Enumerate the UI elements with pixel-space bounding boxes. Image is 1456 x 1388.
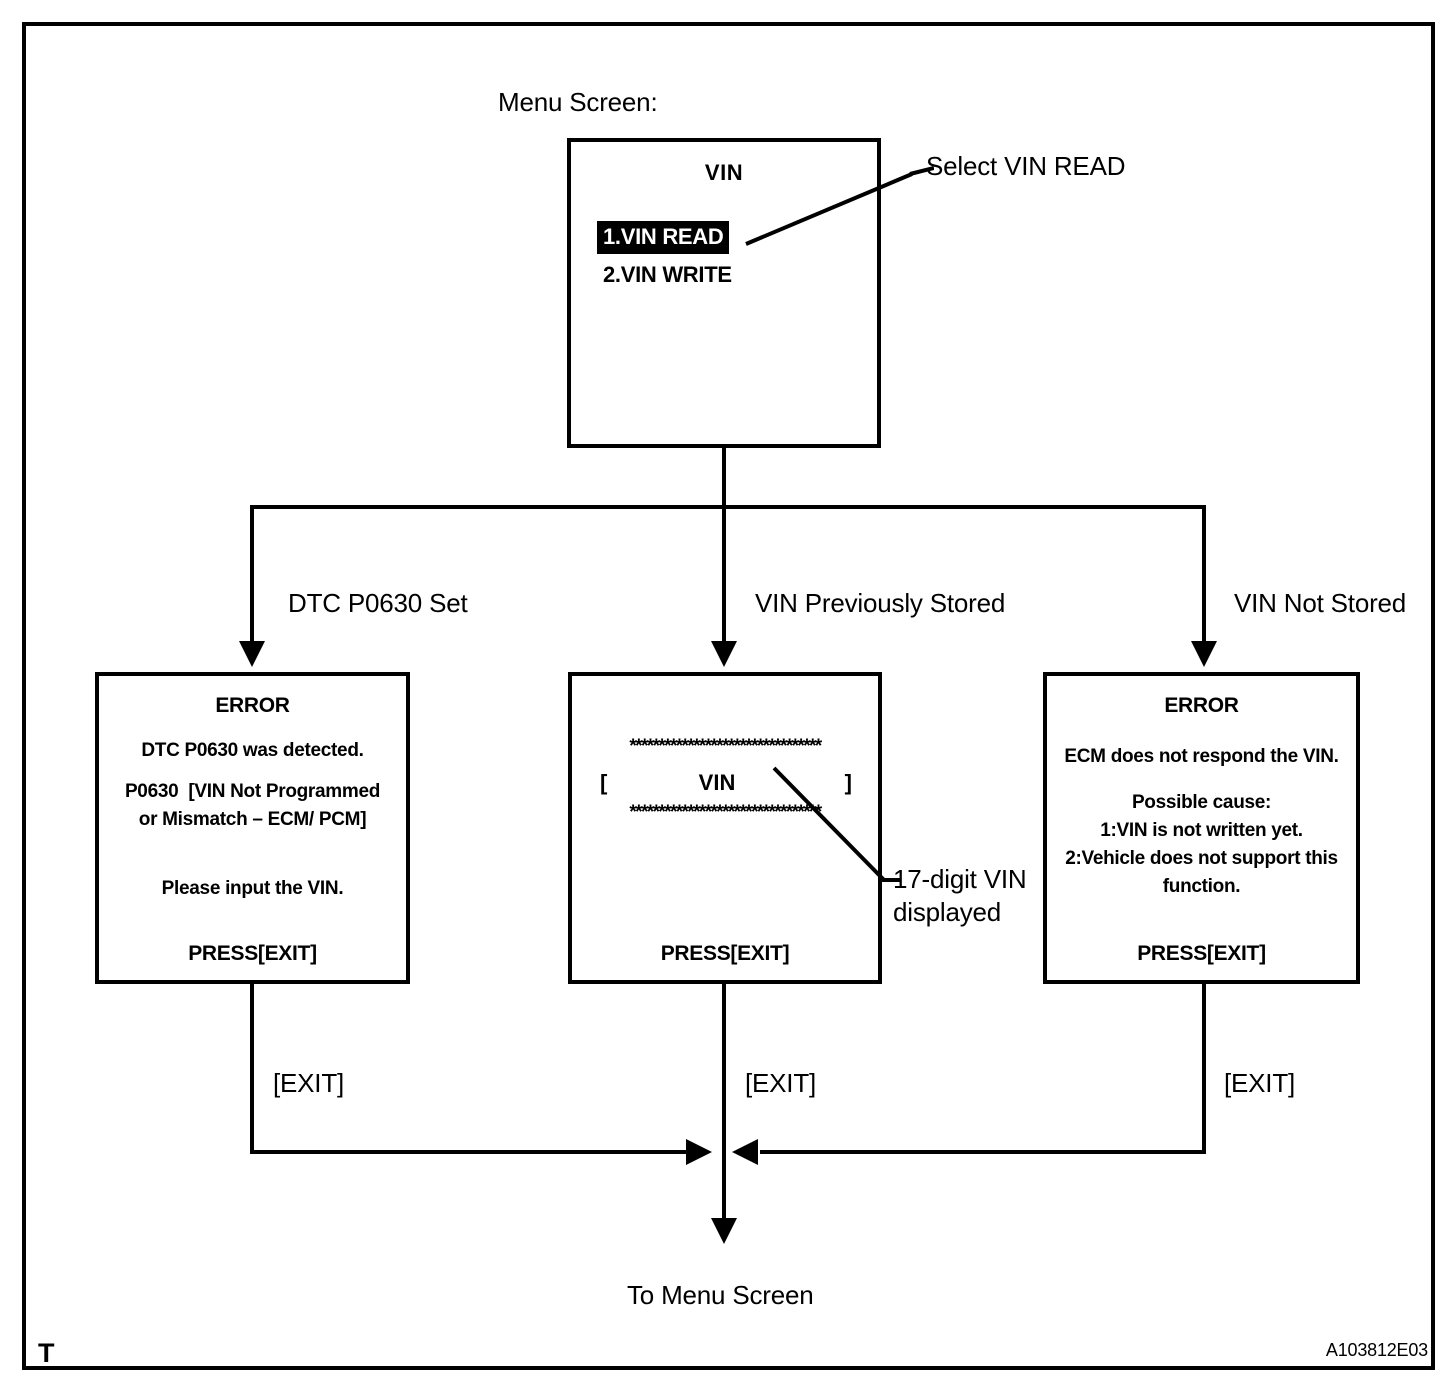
exit-label-right: [EXIT] xyxy=(1224,1068,1296,1098)
error-nores-title: ERROR xyxy=(1164,694,1239,717)
arrowhead-middle-branch-icon xyxy=(711,641,737,667)
arrowhead-right-branch-icon xyxy=(1191,641,1217,667)
error-nores-line-4: 2:Vehicle does not support this xyxy=(1065,848,1338,869)
menu-screen-box: VIN 1.VIN READ 2.VIN WRITE xyxy=(567,138,881,448)
page-frame xyxy=(22,22,1435,1370)
vin-bracket-left: [ xyxy=(600,770,608,795)
branch-label-vin-stored: VIN Previously Stored xyxy=(755,588,1006,618)
branch-label-vin-not-stored: VIN Not Stored xyxy=(1234,588,1407,618)
error-dtc-line-3: or Mismatch – ECM/ PCM] xyxy=(138,809,367,830)
arrowhead-left-branch-icon xyxy=(239,641,265,667)
exit-label-middle: [EXIT] xyxy=(745,1068,817,1098)
connector-split-bar xyxy=(250,505,1206,509)
vin-read-screen-box: ********************************* [ VIN … xyxy=(568,672,882,984)
branch-label-dtc-set: DTC P0630 Set xyxy=(288,588,468,618)
error-nores-press-exit: PRESS[EXIT] xyxy=(1137,942,1266,965)
menu-callout-leader-icon xyxy=(745,166,934,246)
connector-exit-middle-vertical xyxy=(722,984,726,1224)
error-no-response-screen-box: ERROR ECM does not respond the VIN. Poss… xyxy=(1043,672,1360,984)
connector-exit-right-horizontal xyxy=(760,1150,1206,1154)
connector-leg-right xyxy=(1202,505,1206,645)
vin-callout-leader-icon xyxy=(772,766,900,882)
error-dtc-title: ERROR xyxy=(215,694,290,717)
corner-mark-t: T xyxy=(38,1338,55,1368)
error-dtc-line-4: Please input the VIN. xyxy=(161,878,344,899)
connector-menu-to-bar xyxy=(722,448,726,508)
vin-callout-line-2: displayed xyxy=(893,897,1002,927)
vin-read-value: VIN xyxy=(698,770,736,795)
connector-exit-right-vertical xyxy=(1202,984,1206,1154)
menu-screen-title: VIN xyxy=(704,160,744,185)
error-nores-line-2: Possible cause: xyxy=(1131,792,1272,813)
document-code: A103812E03 xyxy=(1325,1340,1428,1360)
vin-read-stars-bottom: ********************************* xyxy=(629,802,822,823)
error-dtc-screen-box: ERROR DTC P0630 was detected. P0630 [VIN… xyxy=(95,672,410,984)
vin-bracket-right: ] xyxy=(844,770,852,795)
menu-item-vin-write[interactable]: 2.VIN WRITE xyxy=(603,262,732,287)
to-menu-screen-label: To Menu Screen xyxy=(627,1280,814,1310)
error-nores-line-1: ECM does not respond the VIN. xyxy=(1064,746,1339,767)
menu-screen-caption: Menu Screen: xyxy=(498,87,658,117)
arrowhead-exit-left-icon xyxy=(686,1139,712,1165)
connector-exit-left-vertical xyxy=(250,984,254,1154)
error-nores-line-3: 1:VIN is not written yet. xyxy=(1100,820,1303,841)
exit-label-left: [EXIT] xyxy=(273,1068,345,1098)
menu-callout-label: Select VIN READ xyxy=(926,151,1126,181)
connector-leg-middle xyxy=(722,505,726,645)
connector-exit-left-horizontal xyxy=(250,1150,690,1154)
error-dtc-press-exit: PRESS[EXIT] xyxy=(188,942,317,965)
vin-read-press-exit: PRESS[EXIT] xyxy=(660,942,790,965)
vin-read-stars-top: ********************************* xyxy=(629,736,822,757)
error-dtc-line-2: P0630 [VIN Not Programmed xyxy=(124,781,381,802)
menu-item-vin-read[interactable]: 1.VIN READ xyxy=(597,221,730,254)
connector-leg-left xyxy=(250,505,254,645)
vin-callout-line-1: 17-digit VIN xyxy=(893,864,1027,894)
arrowhead-exit-right-icon xyxy=(732,1139,758,1165)
error-dtc-line-1: DTC P0630 was detected. xyxy=(141,740,364,761)
error-nores-line-5: function. xyxy=(1162,876,1241,897)
vin-read-value-row: [ VIN ] xyxy=(600,770,852,796)
arrowhead-to-menu-icon xyxy=(711,1218,737,1244)
